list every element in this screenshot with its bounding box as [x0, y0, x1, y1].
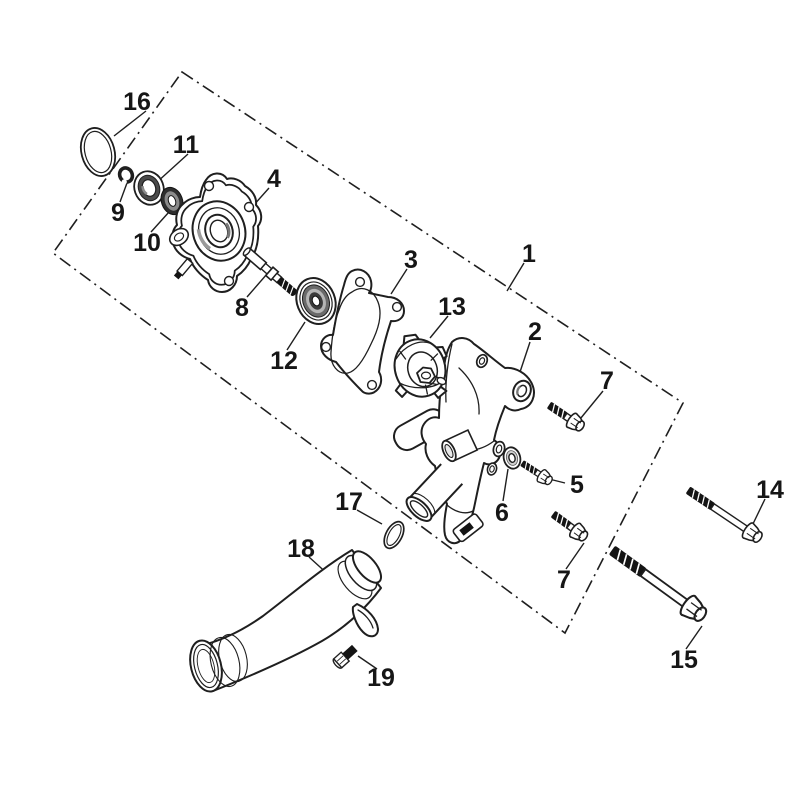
leader-13 — [429, 315, 449, 339]
callout-labels: 1 2 3 4 5 6 7 7 8 9 10 11 12 13 14 15 16… — [111, 88, 784, 692]
pump-body-outlet-neck — [405, 463, 464, 522]
callout-14: 14 — [756, 476, 784, 504]
callout-3: 3 — [404, 246, 418, 274]
callout-7a: 7 — [600, 367, 614, 395]
leader-9 — [119, 182, 128, 203]
seal-bearing-drawing — [295, 277, 337, 325]
leader-15 — [685, 625, 703, 650]
leader-8 — [246, 273, 268, 298]
small-o-ring-drawing — [383, 520, 405, 550]
impeller-nut — [416, 366, 447, 386]
pipe-screw-drawing — [332, 644, 358, 669]
pipe-bracket-tab — [351, 603, 379, 638]
leader-6 — [502, 468, 509, 502]
callout-5: 5 — [570, 471, 584, 499]
callout-7b: 7 — [557, 566, 571, 594]
callout-2: 2 — [528, 318, 542, 346]
leader-11 — [155, 153, 189, 184]
callout-18: 18 — [287, 535, 315, 563]
pump-cover-drawing — [168, 172, 263, 293]
cover-drain-pin — [173, 257, 194, 280]
leader-10 — [150, 211, 170, 233]
leader-12 — [286, 321, 306, 351]
callout-6: 6 — [495, 499, 509, 527]
callout-11: 11 — [173, 131, 200, 159]
gasket-drawing — [320, 268, 405, 395]
seal-drawing — [160, 186, 184, 216]
leader-3 — [390, 268, 408, 295]
leader-7b — [565, 542, 585, 570]
leader-19 — [357, 655, 378, 670]
callout-15: 15 — [670, 646, 698, 674]
leader-16 — [113, 110, 147, 137]
callout-16: 16 — [123, 88, 151, 116]
leader-lines — [113, 110, 766, 670]
large-o-ring-drawing — [79, 127, 117, 177]
callout-1: 1 — [522, 240, 536, 268]
leader-17 — [356, 509, 383, 525]
circlip-drawing — [117, 166, 135, 185]
pump-body-bore-boss — [441, 428, 479, 463]
callout-4: 4 — [267, 165, 281, 193]
callout-12: 12 — [270, 347, 298, 375]
pump-body-tab — [452, 513, 484, 543]
washer-drawing — [502, 446, 522, 470]
pump-body-drawing — [393, 337, 535, 545]
callout-8: 8 — [235, 294, 249, 322]
callout-10: 10 — [133, 229, 161, 257]
callout-9: 9 — [111, 199, 125, 227]
callout-19: 19 — [367, 664, 395, 692]
callout-17: 17 — [335, 488, 363, 516]
assembly-boundary-outline — [51, 70, 685, 635]
bearing-drawing — [133, 170, 165, 206]
outlet-pipe-drawing — [189, 549, 383, 693]
shaft-drawing — [242, 247, 298, 297]
leader-1 — [506, 262, 525, 292]
callout-13: 13 — [438, 293, 466, 321]
impeller-drawing — [393, 333, 448, 399]
